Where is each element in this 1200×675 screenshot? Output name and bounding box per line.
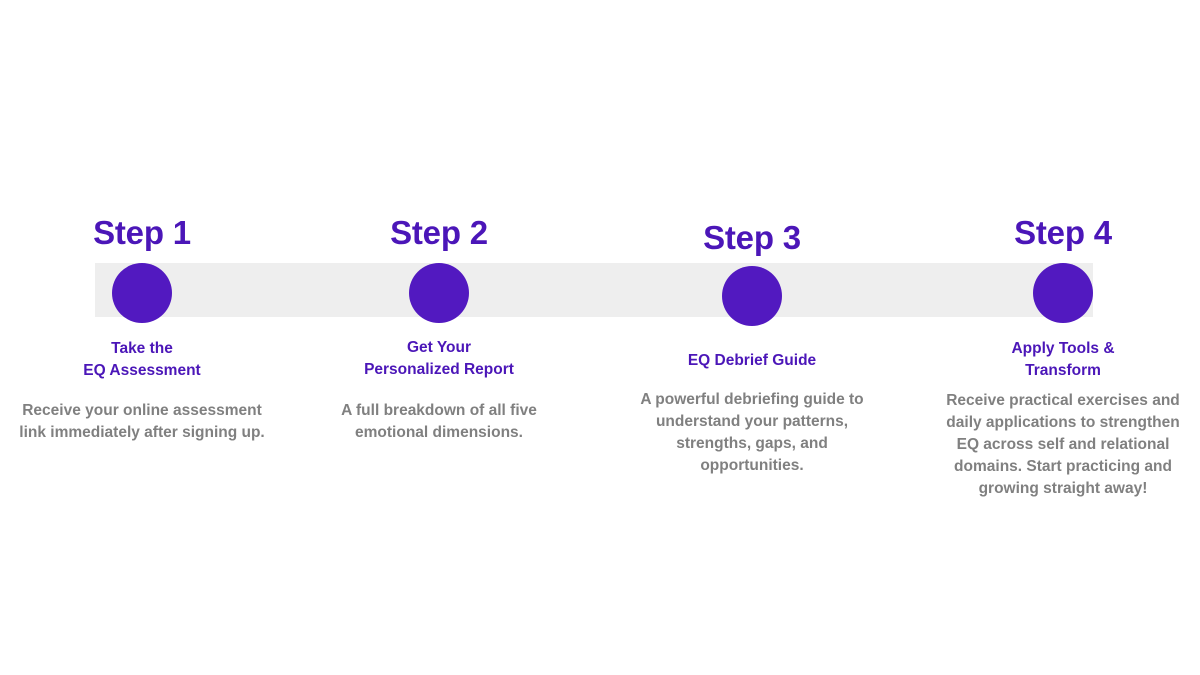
filled-circle-node-icon[interactable] — [722, 266, 782, 326]
timeline-step-4[interactable]: Step 4 Apply Tools &Transform Receive pr… — [938, 0, 1188, 500]
filled-circle-node-icon[interactable] — [409, 263, 469, 323]
step-2-heading: Step 2 — [390, 214, 488, 251]
step-3-node-row — [640, 266, 864, 326]
filled-circle-node-icon[interactable] — [1033, 263, 1093, 323]
step-4-heading: Step 4 — [1014, 214, 1112, 251]
step-1-description: Receive your online assessment link imme… — [19, 402, 265, 441]
step-3-title: EQ Debrief Guide — [687, 352, 817, 369]
step-1-heading: Step 1 — [93, 214, 191, 251]
step-3-heading: Step 3 — [703, 219, 801, 256]
timeline-step-3[interactable]: Step 3 EQ Debrief Guide A powerful debri… — [640, 0, 864, 477]
timeline-track — [95, 263, 1093, 317]
step-4-node-row — [938, 263, 1188, 323]
filled-circle-node-icon[interactable] — [112, 263, 172, 323]
step-3-description: A powerful debriefing guide to understan… — [640, 391, 864, 474]
step-1-node-row — [14, 263, 270, 323]
step-4-title: Apply Tools &Transform — [1011, 340, 1115, 379]
step-2-description: A full breakdown of all five emotional d… — [341, 402, 537, 441]
step-2-node-row — [322, 263, 556, 323]
step-4-description: Receive practical exercises and daily ap… — [946, 392, 1180, 497]
